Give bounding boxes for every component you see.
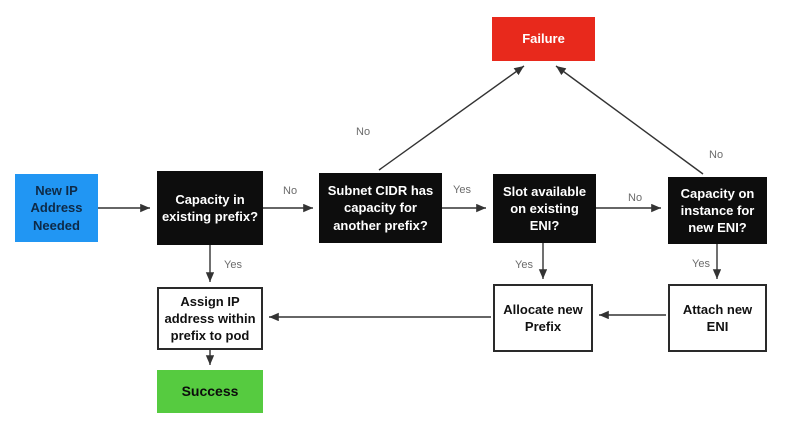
node-success: Success: [157, 370, 263, 413]
node-allocate-prefix: Allocate new Prefix: [493, 284, 593, 352]
node-slot-available-eni: Slot available on existing ENI?: [493, 174, 596, 243]
edge-label-q3-no: No: [628, 192, 643, 204]
edge-label-q1-yes: Yes: [224, 259, 242, 271]
node-new-ip-needed: New IP Address Needed: [15, 174, 98, 242]
edge-label-q2-no-failure: No: [356, 126, 371, 138]
edge-label-q3-yes: Yes: [515, 259, 533, 271]
arrow-q4-no-to-failure: [555, 65, 704, 175]
node-capacity-existing-prefix: Capacity in existing prefix?: [157, 171, 263, 245]
node-failure: Failure: [492, 17, 595, 61]
node-assign-ip: Assign IP address within prefix to pod: [157, 287, 263, 350]
arrow-q2-no-to-failure: [378, 65, 525, 171]
edge-label-q1-no: No: [283, 185, 298, 197]
node-subnet-cidr-capacity: Subnet CIDR has capacity for another pre…: [319, 173, 442, 243]
edge-label-q4-yes: Yes: [692, 258, 710, 270]
node-attach-eni: Attach new ENI: [668, 284, 767, 352]
node-capacity-new-eni: Capacity on instance for new ENI?: [668, 177, 767, 244]
edge-label-q2-yes: Yes: [453, 184, 471, 196]
edge-label-q4-no-failure: No: [709, 149, 724, 161]
